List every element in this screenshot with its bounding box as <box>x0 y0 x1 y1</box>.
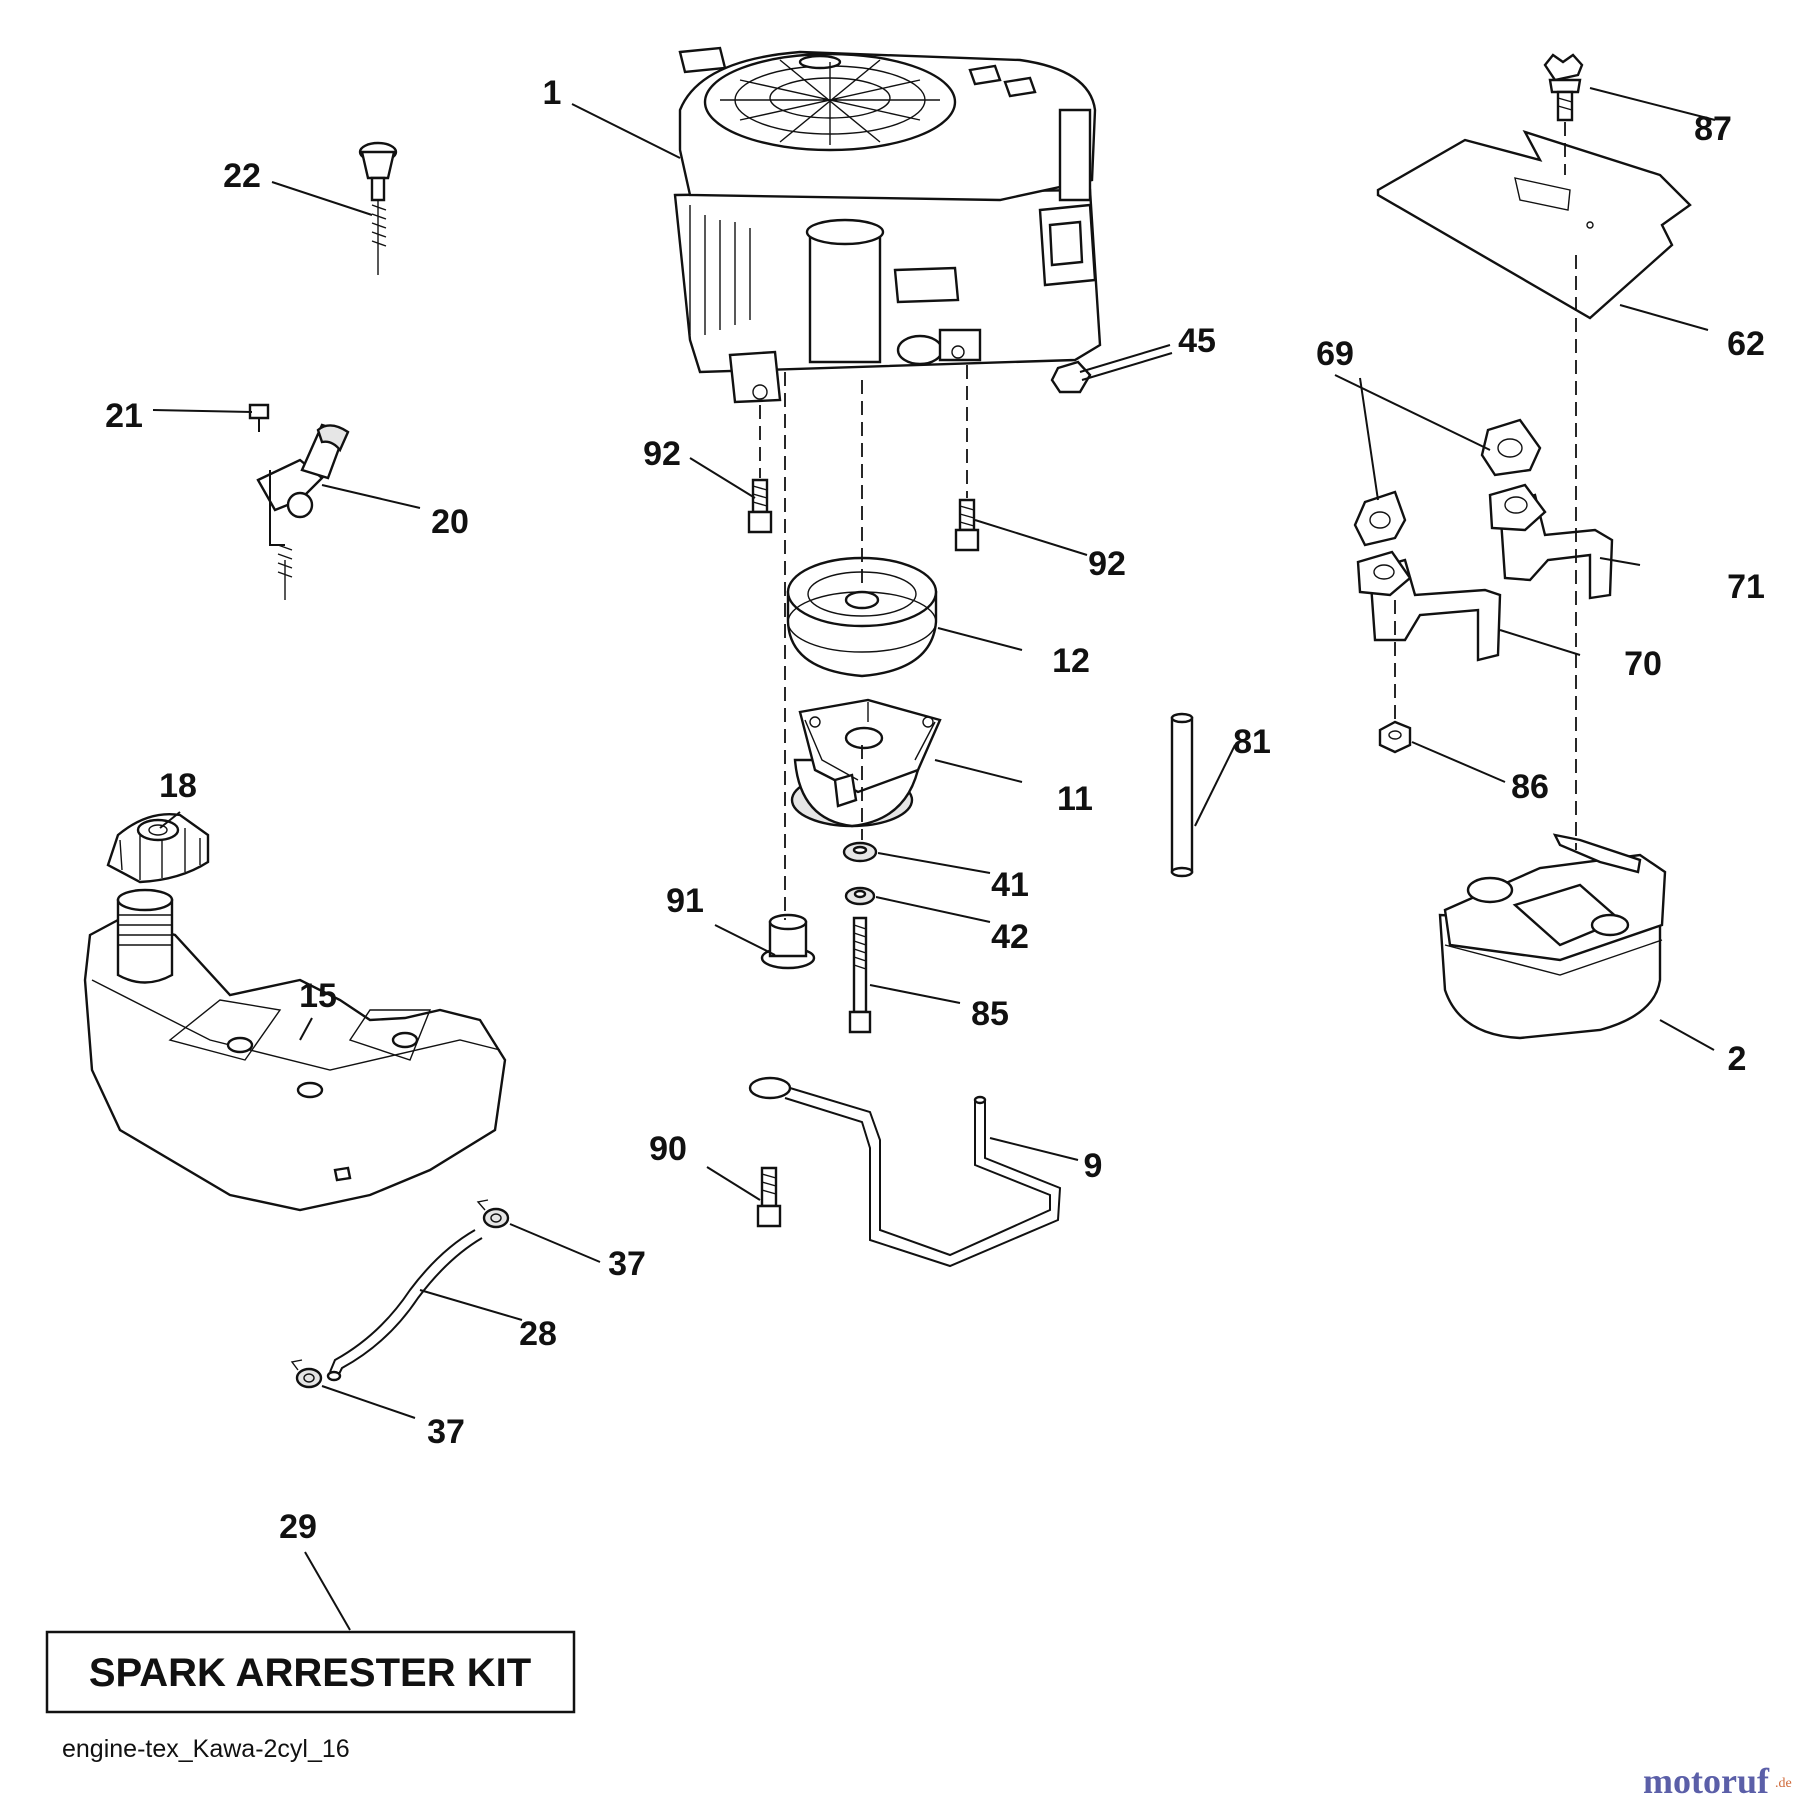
pulley-part <box>786 556 938 678</box>
assembly-axes <box>759 122 1577 920</box>
diagram-reference-code: engine-tex_Kawa-2cyl_16 <box>62 1735 350 1763</box>
callout-45: 45 <box>1178 322 1216 360</box>
callout-92-left: 92 <box>643 435 681 473</box>
hose-clamp-37a-part <box>476 1199 510 1229</box>
callout-20: 20 <box>431 503 469 541</box>
callout-69: 69 <box>1316 335 1354 373</box>
fuel-cap-part <box>106 813 210 884</box>
throttle-control-part <box>248 403 350 600</box>
callout-81: 81 <box>1233 723 1271 761</box>
exhaust-pipe-71-part <box>1488 483 1614 600</box>
callout-11: 11 <box>1057 780 1093 818</box>
callout-18: 18 <box>159 767 197 805</box>
callout-62: 62 <box>1727 325 1765 363</box>
muffler-part <box>1438 833 1667 1040</box>
rod-81-part <box>1170 712 1194 878</box>
spacer-91-part <box>760 913 816 970</box>
engine-part <box>673 46 1102 404</box>
bolt-87-part <box>1543 53 1584 122</box>
callout-37-lower: 37 <box>427 1413 465 1451</box>
leader-lines <box>152 87 1716 1631</box>
exhaust-pipe-70-part <box>1356 550 1502 662</box>
hose-clamp-37b-part <box>290 1359 323 1389</box>
callout-92-right: 92 <box>1088 545 1126 583</box>
callout-9: 9 <box>1084 1147 1103 1185</box>
washer-42-part <box>844 886 876 906</box>
callout-90: 90 <box>649 1130 687 1168</box>
bolt-92-right-part <box>954 498 980 552</box>
clutch-part <box>790 698 942 828</box>
heat-shield-part <box>1376 129 1692 320</box>
nut-86-part <box>1378 720 1412 754</box>
watermark-tld: .de <box>1775 1776 1792 1791</box>
choke-knob-part <box>358 141 398 275</box>
bolt-90-part <box>756 1166 782 1228</box>
callout-86: 86 <box>1511 768 1549 806</box>
callout-70: 70 <box>1624 645 1662 683</box>
callout-37-upper: 37 <box>608 1245 646 1283</box>
fuel-tank-part <box>83 888 507 1212</box>
bolt-85-part <box>848 916 872 1034</box>
gasket-69b-part <box>1480 418 1542 477</box>
callout-85: 85 <box>971 995 1009 1033</box>
callout-42: 42 <box>991 918 1029 956</box>
watermark-brand: motoruf <box>1643 1761 1770 1800</box>
spark-arrester-kit-label: SPARK ARRESTER KIT <box>89 1651 531 1695</box>
washer-41-part <box>842 841 878 863</box>
spark-arrester-kit-box: SPARK ARRESTER KIT <box>45 1630 576 1714</box>
callout-41: 41 <box>991 866 1029 904</box>
bracket-rod-part <box>748 1076 1062 1268</box>
callout-29: 29 <box>279 1508 317 1546</box>
callout-labels: 1 2 9 11 12 15 18 20 21 22 28 29 37 37 4… <box>105 74 1765 1546</box>
fuel-line-part <box>326 1229 483 1382</box>
bolt-45-part <box>1050 344 1173 394</box>
callout-28: 28 <box>519 1315 557 1353</box>
callout-15: 15 <box>299 977 337 1015</box>
callout-71: 71 <box>1727 568 1765 606</box>
bolt-92-left-part <box>747 478 773 534</box>
callout-1: 1 <box>543 74 562 112</box>
gasket-69a-part <box>1353 490 1407 547</box>
callout-12: 12 <box>1052 642 1090 680</box>
callout-22: 22 <box>223 157 261 195</box>
watermark-logo: motoruf .de <box>1643 1761 1792 1800</box>
callout-87: 87 <box>1694 110 1732 148</box>
callout-91: 91 <box>666 882 704 920</box>
callout-2: 2 <box>1728 1040 1747 1078</box>
callout-21: 21 <box>105 397 143 435</box>
